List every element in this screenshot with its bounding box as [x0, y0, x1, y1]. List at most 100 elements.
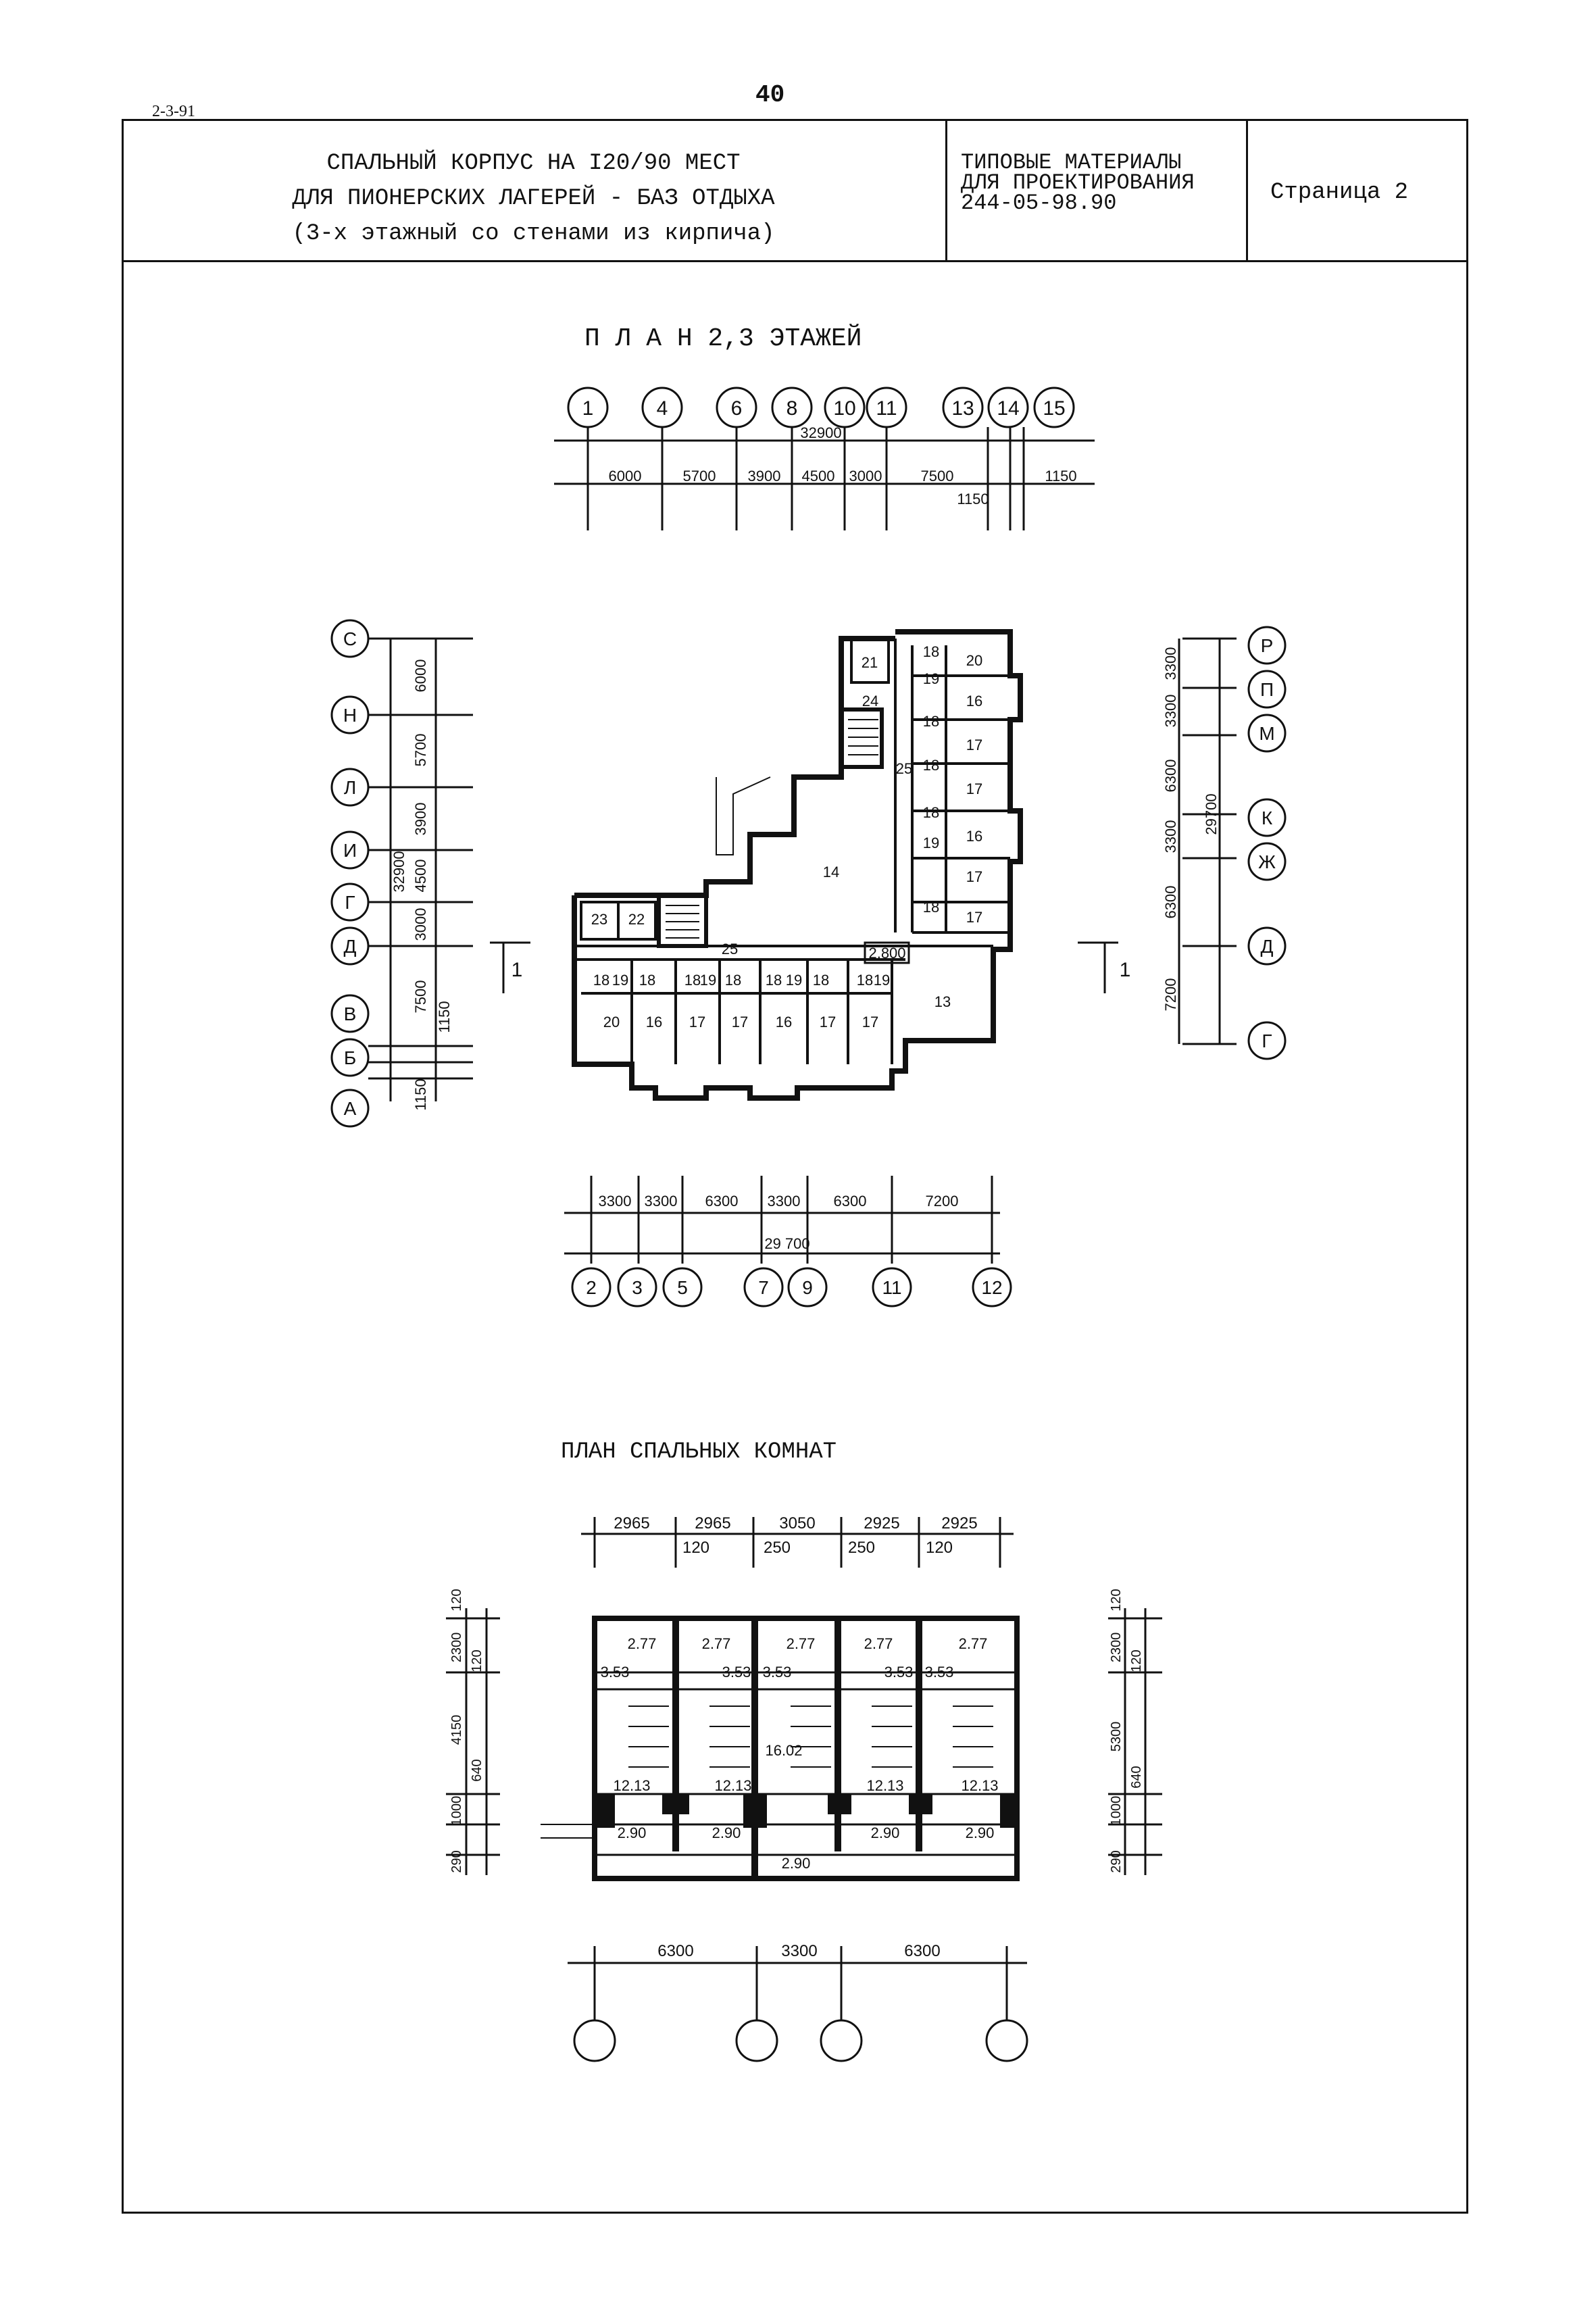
- svg-text:2300: 2300: [1109, 1633, 1124, 1663]
- svg-text:3300: 3300: [1162, 695, 1179, 728]
- svg-text:Г: Г: [345, 892, 355, 913]
- plan1-bottom-axes: [564, 1176, 1000, 1264]
- svg-text:2.90: 2.90: [782, 1855, 811, 1872]
- svg-text:250: 250: [764, 1539, 791, 1557]
- plan2-title: ПЛАН СПАЛЬНЫХ КОМНАТ: [561, 1439, 837, 1465]
- svg-text:17: 17: [966, 868, 982, 885]
- svg-text:17: 17: [689, 1014, 705, 1030]
- svg-text:А: А: [344, 1098, 357, 1119]
- room-25-v: 25: [896, 760, 912, 777]
- svg-text:2.90: 2.90: [712, 1824, 741, 1841]
- plan1-title: П Л А Н 2,3 ЭТАЖЕЙ: [584, 324, 862, 353]
- series-line-1: ТИПОВЫЕ МАТЕРИАЛЫ: [961, 150, 1182, 175]
- plan1-top-total: 32900: [800, 424, 841, 441]
- page-number: 40: [755, 81, 785, 109]
- axis-6: 6: [731, 397, 743, 420]
- room-24: 24: [862, 693, 878, 710]
- room-13: 13: [934, 993, 951, 1010]
- svg-text:3.53: 3.53: [763, 1664, 792, 1681]
- svg-text:9: 9: [802, 1277, 813, 1298]
- svg-text:2.77: 2.77: [787, 1635, 816, 1652]
- svg-text:Д: Д: [344, 936, 357, 957]
- svg-text:18: 18: [766, 972, 782, 989]
- svg-text:18: 18: [923, 757, 939, 774]
- plan1-building: [572, 629, 1023, 1101]
- svg-text:5700: 5700: [683, 468, 716, 484]
- svg-text:3.53: 3.53: [884, 1664, 914, 1681]
- plan2-building: [541, 1616, 1020, 1881]
- svg-text:16: 16: [966, 828, 982, 845]
- plan1-right-axes: [1178, 637, 1237, 1045]
- svg-text:2.77: 2.77: [702, 1635, 731, 1652]
- svg-text:1150: 1150: [957, 491, 989, 507]
- svg-text:17: 17: [966, 909, 982, 926]
- section-mark-right: 1: [1120, 959, 1131, 981]
- svg-text:Р: Р: [1261, 635, 1274, 656]
- svg-text:7: 7: [758, 1277, 769, 1298]
- axis-11: 11: [876, 397, 897, 420]
- svg-text:17: 17: [966, 780, 982, 797]
- svg-text:11: 11: [882, 1277, 901, 1298]
- svg-text:17: 17: [820, 1014, 836, 1030]
- svg-text:Ж: Ж: [1258, 851, 1276, 872]
- svg-text:П: П: [1260, 679, 1274, 700]
- room-23: 23: [591, 911, 607, 928]
- svg-text:19: 19: [923, 835, 939, 851]
- drawing-frame: [122, 119, 1468, 2214]
- svg-text:4150: 4150: [449, 1715, 464, 1745]
- series-code: 2-3-91: [152, 103, 195, 120]
- svg-text:640: 640: [1129, 1766, 1144, 1788]
- svg-text:2.90: 2.90: [871, 1824, 900, 1841]
- svg-text:1000: 1000: [449, 1796, 464, 1826]
- svg-text:3300: 3300: [599, 1193, 632, 1210]
- svg-text:6300: 6300: [1162, 760, 1179, 793]
- svg-text:18: 18: [923, 804, 939, 821]
- svg-text:16: 16: [966, 693, 982, 710]
- svg-text:6300: 6300: [705, 1193, 739, 1210]
- svg-text:3.53: 3.53: [925, 1664, 954, 1681]
- svg-text:17: 17: [966, 737, 982, 753]
- svg-text:3000: 3000: [849, 468, 882, 484]
- svg-text:3300: 3300: [768, 1193, 801, 1210]
- svg-text:2300: 2300: [449, 1633, 464, 1663]
- svg-text:Л: Л: [344, 777, 356, 798]
- svg-text:12.13: 12.13: [961, 1777, 998, 1794]
- series-line-3: 244-05-98.90: [961, 191, 1117, 216]
- svg-text:19: 19: [874, 972, 890, 989]
- plan1-bottom-axis-circles: [571, 1267, 1012, 1308]
- svg-text:290: 290: [449, 1850, 464, 1872]
- svg-text:19: 19: [923, 670, 939, 687]
- svg-text:120: 120: [926, 1539, 953, 1557]
- svg-text:5300: 5300: [1109, 1722, 1124, 1752]
- svg-text:3300: 3300: [1162, 820, 1179, 853]
- plan2-top-dims: [581, 1517, 1014, 1568]
- svg-text:18: 18: [725, 972, 741, 989]
- axis-14: 14: [997, 397, 1019, 420]
- svg-text:17: 17: [862, 1014, 878, 1030]
- svg-text:3300: 3300: [781, 1942, 817, 1960]
- section-mark-left: 1: [512, 959, 523, 981]
- svg-text:2.77: 2.77: [959, 1635, 988, 1652]
- svg-text:6000: 6000: [609, 468, 642, 484]
- svg-text:120: 120: [1109, 1589, 1124, 1611]
- series-cell: ТИПОВЫЕ МАТЕРИАЛЫ ДЛЯ ПРОЕКТИРОВАНИЯ 244…: [947, 119, 1248, 262]
- svg-text:Б: Б: [344, 1047, 356, 1068]
- plan2-side-dims: [446, 1608, 1162, 1875]
- svg-text:Г: Г: [1262, 1030, 1272, 1051]
- svg-text:И: И: [343, 840, 357, 861]
- svg-text:4500: 4500: [802, 468, 835, 484]
- svg-text:К: К: [1262, 807, 1273, 828]
- svg-text:4500: 4500: [412, 860, 429, 893]
- svg-text:640: 640: [470, 1759, 484, 1781]
- svg-text:19: 19: [700, 972, 716, 989]
- svg-text:С: С: [343, 628, 357, 649]
- svg-text:17: 17: [732, 1014, 748, 1030]
- svg-text:18: 18: [923, 899, 939, 916]
- svg-text:18: 18: [639, 972, 655, 989]
- svg-text:20: 20: [966, 652, 982, 669]
- svg-text:6300: 6300: [834, 1193, 867, 1210]
- svg-text:16: 16: [646, 1014, 662, 1030]
- svg-text:18: 18: [813, 972, 829, 989]
- svg-text:18: 18: [923, 713, 939, 730]
